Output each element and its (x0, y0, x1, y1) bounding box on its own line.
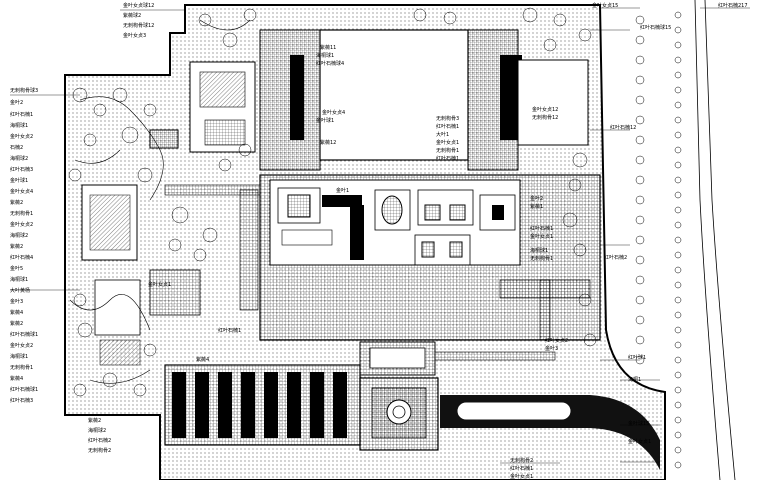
plant-label: 海桐球2 (88, 428, 107, 434)
plant-label: 紫薇4 (10, 376, 24, 382)
plant-label: 无刺枸骨球3 (10, 88, 39, 94)
plant-label: 大叶1 (436, 132, 450, 138)
plant-label: 海桐球2 (10, 233, 29, 239)
plant-label: 海桐球1 (10, 123, 29, 129)
plant-label: 石楠2 (10, 145, 24, 151)
plant-label: 无刺枸骨球12 (123, 23, 155, 29)
plant-label: 无刺枸骨12 (532, 115, 559, 121)
plant-label: 金叶5 (10, 266, 24, 272)
plant-label: 紫薇4 (196, 357, 210, 363)
plant-label: 红叶石楠1 (530, 226, 554, 232)
plant-label: 红叶石楠2 (88, 438, 112, 444)
plant-label: 金叶2 (530, 196, 544, 202)
plant-label: 紫薇2 (10, 200, 24, 206)
plant-label: 海桐1 (628, 377, 642, 383)
plant-label: 紫薇2 (10, 321, 24, 327)
plant-label: 无刺枸骨1 (10, 365, 34, 371)
plant-label: 海桐球2 (10, 156, 29, 162)
garden-paths (69, 19, 251, 384)
plant-label: 金叶女贞1 (628, 439, 652, 445)
plant-label: 红叶石楠球15 (640, 25, 672, 31)
plant-label: 无刺枸骨3 (436, 116, 460, 122)
plant-label: 红叶石楠3 (10, 167, 34, 173)
plant-label: 海桐球1 (10, 277, 29, 283)
plant-label: 无刺枸骨2 (510, 458, 534, 464)
plant-label: 红叶球1 (628, 355, 647, 361)
plant-label: 海桐球1 (316, 53, 335, 59)
plant-label: 金叶女贞2 (10, 222, 34, 228)
plant-label: 紫薇11 (320, 45, 337, 51)
plant-label: 金叶女贞4 (10, 189, 34, 195)
plant-label: 金叶女贞15 (592, 3, 619, 9)
plant-label: 金叶女贞1 (436, 140, 460, 146)
plant-label: 金叶女贞1 (148, 282, 172, 288)
plant-label: 金叶女贞2 (10, 343, 34, 349)
plant-label: 金叶女贞1 (510, 474, 534, 480)
plant-label: 大叶黄杨 (10, 288, 31, 294)
central-building (269, 179, 521, 266)
plant-label: 金叶女贞1 (530, 234, 554, 240)
plant-label: 无刺枸骨1 (436, 148, 460, 154)
plant-label: 紫薇12 (320, 140, 337, 146)
plant-label: 金叶球15 (628, 421, 650, 427)
parking-area (164, 364, 361, 446)
plant-label: 红叶石楠217 (718, 3, 748, 9)
plant-label: 无刺枸骨1 (10, 211, 34, 217)
plant-label: 金叶2 (10, 100, 24, 106)
plant-label: 红叶石楠球4 (316, 61, 345, 67)
plant-label: 红叶石楠3 (10, 398, 34, 404)
plant-label: 红叶女贞2 (545, 338, 569, 344)
plant-label: 金叶球1 (10, 178, 29, 184)
plant-label: 金叶1 (336, 188, 350, 194)
plant-label: 海桐球1 (10, 354, 29, 360)
plant-label: 无刺枸骨1 (530, 256, 554, 262)
parking-stalls (172, 372, 347, 438)
plant-label: 紫薇4 (10, 310, 24, 316)
plant-label: 紫薇球2 (123, 13, 142, 19)
plant-label: 金叶女贞球12 (123, 3, 155, 9)
plant-label: 金叶3 (545, 346, 559, 352)
plant-label: 红叶石楠球1 (10, 387, 39, 393)
plant-label: 金叶球1 (316, 118, 335, 124)
plant-label: 红叶石楠4 (10, 255, 34, 261)
plant-label: 金叶女贞4 (322, 110, 346, 116)
plant-label: 海桐球1 (530, 248, 549, 254)
plant-label: 红叶石楠球1 (10, 332, 39, 338)
plant-label: 紫薇2 (88, 418, 102, 424)
plant-label: 金叶女贞2 (10, 134, 34, 140)
plant-label: 红叶石楠1 (10, 112, 34, 118)
plant-label: 无刺枸骨2 (88, 448, 112, 454)
plant-label: 红叶石楠12 (610, 125, 637, 131)
street-tree-row (635, 11, 682, 469)
plant-label: 红叶石楠1 (436, 124, 460, 130)
left-structures (81, 61, 256, 366)
plant-label: 金叶女贞12 (532, 107, 559, 113)
plant-label: 红叶石楠1 (436, 156, 460, 162)
central-lawn (319, 29, 469, 161)
plant-label: 红叶石楠2 (604, 255, 628, 261)
plant-label: 红叶石楠1 (510, 466, 534, 472)
plant-label: 金叶3 (10, 299, 24, 305)
plant-label: 紫薇1 (530, 204, 544, 210)
leader-lines (10, 7, 750, 464)
plant-label: 红叶石楠1 (218, 328, 242, 334)
tree-symbols (68, 7, 597, 397)
plant-label: 紫薇2 (10, 244, 24, 250)
plant-label: 金叶女贞3 (123, 33, 147, 39)
